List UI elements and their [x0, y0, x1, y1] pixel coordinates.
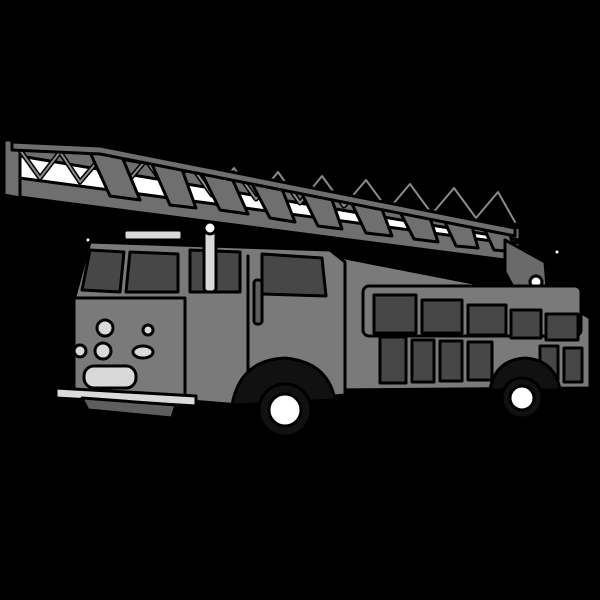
side-mirror — [202, 228, 218, 294]
front-grille — [82, 364, 138, 390]
rear-wheel — [500, 376, 544, 420]
truck-rear-body — [328, 253, 592, 392]
side-window-rear — [260, 252, 328, 298]
compartment-window-2 — [420, 298, 464, 335]
ladder-top-beam — [10, 140, 517, 238]
compartment-window-4 — [509, 308, 543, 340]
front-wheel-arch — [230, 356, 337, 407]
rear-hub-icon — [508, 384, 536, 412]
headlight-lower-1 — [72, 343, 88, 359]
front-hub-icon — [267, 392, 303, 428]
lower-panel-2 — [410, 338, 436, 384]
windshield-left — [80, 248, 126, 294]
headlight-lower-3 — [131, 344, 155, 360]
aerial-ladder — [2, 138, 550, 302]
compartment-window-5 — [544, 312, 580, 342]
compartment-window-1 — [372, 293, 418, 335]
roof-light-bar — [122, 228, 184, 242]
ladder-end-cap — [2, 138, 22, 200]
front-bumper — [54, 386, 198, 408]
headlight-side — [141, 323, 155, 337]
lower-panel-3 — [438, 339, 464, 383]
front-wheel — [257, 382, 313, 438]
truck-cab — [54, 220, 347, 420]
compartment-window-3 — [466, 303, 508, 337]
lower-panel-1 — [378, 335, 408, 385]
headlight-upper — [95, 318, 115, 338]
door-handle — [252, 278, 264, 326]
lower-panel-6 — [562, 346, 584, 384]
windshield-right — [124, 250, 180, 294]
lower-panel-4 — [466, 340, 494, 382]
roof-beacon-icon — [202, 220, 218, 236]
bumper-support — [80, 396, 178, 420]
headlight-lower-2 — [93, 341, 113, 361]
rear-wheel-arch — [488, 356, 562, 392]
antenna-tip — [552, 247, 562, 257]
